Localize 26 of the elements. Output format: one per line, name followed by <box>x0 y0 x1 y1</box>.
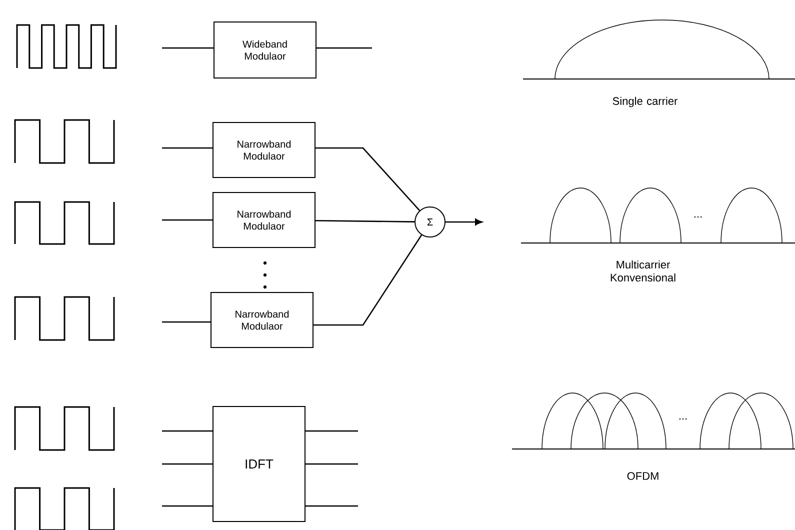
arrow <box>446 218 482 226</box>
connector-line <box>162 505 212 507</box>
connector-line <box>162 430 212 432</box>
connector-line <box>316 47 372 49</box>
idft-block: IDFT <box>212 406 306 522</box>
connector-line <box>306 463 358 465</box>
caption: Multicarrier Konvensional <box>610 260 676 282</box>
connector-line <box>316 147 420 211</box>
modulator-box: Narrowband Modulaor <box>210 292 314 348</box>
ellipsis: ... <box>694 216 702 218</box>
modulator-box: Wideband Modulaor <box>214 22 316 78</box>
modulator-box: Narrowband Modulaor <box>212 192 316 248</box>
summing-junction: Σ <box>414 206 446 238</box>
connector-line <box>306 430 358 432</box>
ellipsis: ... <box>679 418 687 420</box>
connector-line <box>162 463 212 465</box>
caption: Single carrier <box>612 96 678 108</box>
modulator-box: Narrowband Modulaor <box>212 122 316 178</box>
caption: OFDM <box>627 472 658 480</box>
connector-line <box>306 505 358 507</box>
connector-line <box>162 47 214 49</box>
connector-line <box>316 220 415 222</box>
connector-line <box>162 321 210 323</box>
connector-line <box>314 234 422 326</box>
connector-line <box>162 219 212 221</box>
connector-line <box>162 147 212 149</box>
